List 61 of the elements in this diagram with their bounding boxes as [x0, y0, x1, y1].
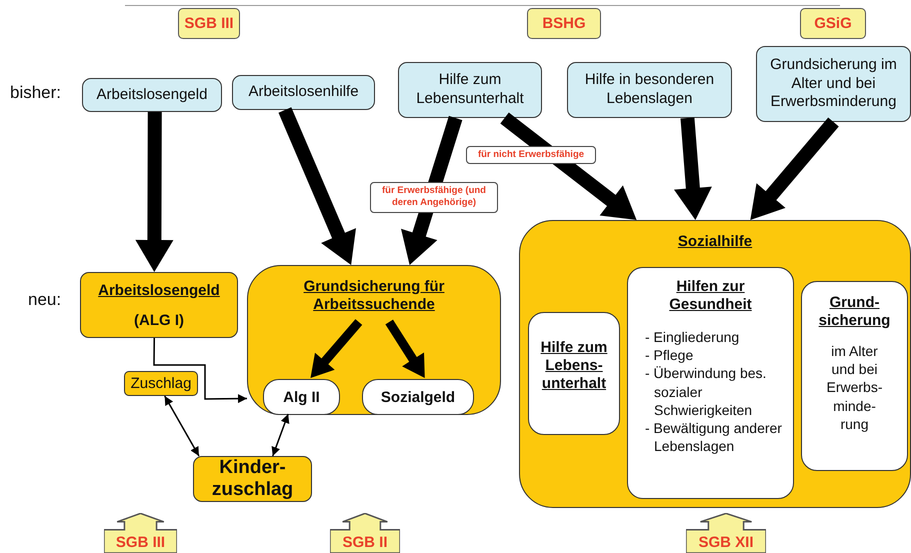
old-benefit-box — [398, 62, 542, 118]
connector-arrow — [164, 396, 200, 456]
law-name: SGB III — [116, 534, 166, 551]
box-heading: Arbeitslosengeld — [98, 282, 220, 300]
box-heading: Sozialhilfe — [678, 233, 752, 251]
connector-arrow — [153, 338, 247, 404]
connector-arrow — [272, 414, 290, 456]
benefit-box — [627, 267, 794, 499]
block-arrow — [310, 319, 362, 378]
list-item: - Bewältigung anderer Lebenslagen — [644, 418, 783, 456]
box-heading: Grundsicherung für Arbeitssuchende — [302, 278, 446, 314]
row-label: bisher: — [10, 83, 62, 103]
law-name: SGB XII — [698, 534, 754, 551]
law-tag — [178, 8, 240, 39]
row-label: neu: — [28, 290, 62, 310]
box-label: Grundsicherung im Alter und bei Erwerbsminderung — [769, 56, 898, 112]
law-arrow-box — [104, 513, 177, 553]
law-name: GSiG — [814, 15, 852, 32]
box-heading: Hilfen zur Gesundheit — [668, 278, 753, 314]
list-item: - Eingliederung — [644, 328, 740, 346]
old-benefit-box — [567, 62, 732, 118]
benefit-box — [80, 272, 238, 338]
box-label: Sozialgeld — [380, 388, 456, 406]
benefit-box — [801, 281, 908, 471]
old-benefit-box — [232, 75, 375, 110]
block-arrow — [278, 107, 356, 265]
box-label: Kinder- zuschlag — [210, 457, 294, 501]
benefit-box — [362, 379, 474, 415]
benefit-box — [263, 379, 340, 415]
block-arrow — [135, 112, 174, 272]
box-heading: Hilfe zum Lebens- unterhalt — [540, 338, 608, 392]
law-name: SGB III — [184, 15, 234, 32]
list-item: - Pflege — [644, 346, 694, 364]
box-label: (ALG I) — [134, 312, 184, 328]
box-text: im Alter und bei Erwerbs- minde- rung — [825, 342, 884, 433]
box-label: Zuschlag — [130, 375, 192, 392]
benefit-box — [528, 312, 620, 435]
supplement-box — [124, 371, 198, 396]
edge-label: für nicht Erwerbsfähige — [466, 146, 596, 164]
law-arrow-box — [330, 513, 400, 553]
box-label: Arbeitslosenhilfe — [248, 83, 359, 102]
old-benefit-box — [756, 46, 911, 122]
list-item: - Überwindung bes. sozialer Schwierigkeiten — [644, 364, 768, 419]
block-arrow — [674, 118, 712, 220]
law-name: BSHG — [542, 15, 586, 32]
law-arrow-box — [686, 513, 766, 553]
box-label: Arbeitslosengeld — [96, 86, 208, 104]
box-label: Alg II — [283, 388, 320, 406]
box-label: Hilfe in besonderen Lebenslagen — [584, 71, 716, 109]
law-tag — [800, 8, 866, 39]
block-arrow — [750, 118, 839, 220]
group-panel — [247, 265, 501, 415]
benefit-box — [193, 456, 312, 502]
edge-label: für Erwerbsfähige (und deren Angehörige) — [370, 182, 498, 213]
old-benefit-box — [82, 78, 222, 112]
group-panel — [519, 220, 911, 508]
law-name: SGB II — [342, 534, 388, 551]
law-tag — [527, 8, 601, 39]
box-label: Hilfe zum Lebensunterhalt — [415, 71, 525, 109]
block-arrow — [385, 320, 425, 378]
box-heading: Grund- sicherung — [818, 294, 892, 330]
